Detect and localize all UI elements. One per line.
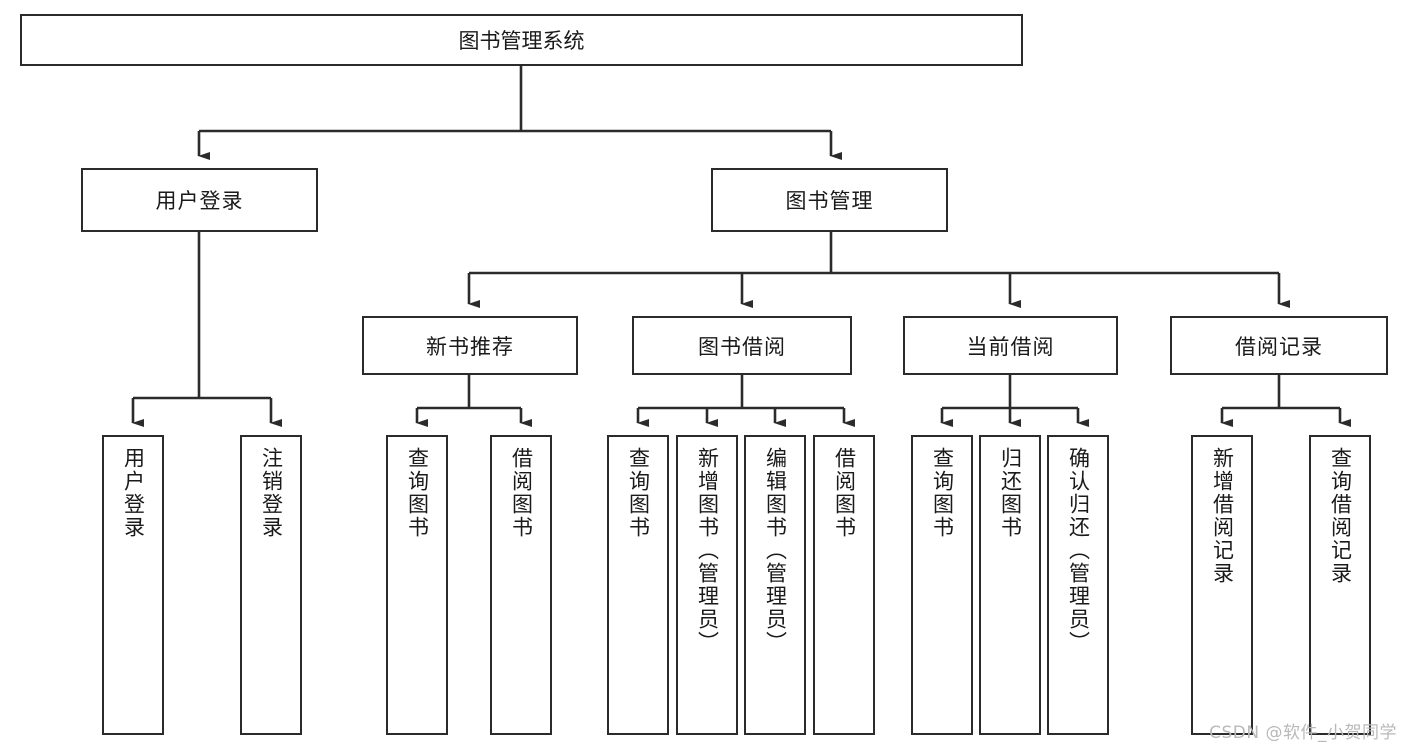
- node-label: 借阅图书: [509, 447, 534, 539]
- node-label: 编辑图书（管理员）: [763, 447, 788, 654]
- node-borrow-record[interactable]: 借阅记录: [1170, 316, 1388, 375]
- leaf-query-book-recommend[interactable]: 查询图书: [386, 435, 448, 735]
- leaf-query-book-current[interactable]: 查询图书: [911, 435, 973, 735]
- watermark: CSDN @软件_小贺同学: [1209, 723, 1397, 743]
- node-label: 新书推荐: [426, 334, 514, 359]
- leaf-borrow-book-recommend[interactable]: 借阅图书: [490, 435, 552, 735]
- node-label: 新增图书（管理员）: [695, 447, 720, 654]
- node-book-borrow[interactable]: 图书借阅: [632, 316, 852, 375]
- leaf-return-book[interactable]: 归还图书: [979, 435, 1041, 735]
- leaf-edit-book-admin[interactable]: 编辑图书（管理员）: [744, 435, 806, 735]
- node-label: 用户登录: [121, 447, 146, 539]
- node-current-borrow[interactable]: 当前借阅: [903, 316, 1118, 375]
- node-label: 查询图书: [626, 447, 651, 539]
- leaf-add-borrow-record[interactable]: 新增借阅记录: [1191, 435, 1253, 735]
- leaf-confirm-return-admin[interactable]: 确认归还（管理员）: [1047, 435, 1109, 735]
- node-label: 查询图书: [405, 447, 430, 539]
- node-user-login[interactable]: 用户登录: [81, 168, 318, 232]
- node-label: 图书管理: [785, 189, 874, 213]
- node-label: 图书管理系统: [458, 29, 585, 53]
- node-root-system[interactable]: 图书管理系统: [20, 14, 1023, 66]
- node-book-management[interactable]: 图书管理: [711, 168, 948, 232]
- node-label: 新增借阅记录: [1210, 447, 1235, 585]
- node-label: 借阅图书: [832, 447, 857, 539]
- leaf-logout[interactable]: 注销登录: [240, 435, 302, 735]
- node-label: 当前借阅: [966, 334, 1055, 359]
- node-label: 注销登录: [259, 447, 284, 539]
- leaf-add-book-admin[interactable]: 新增图书（管理员）: [676, 435, 738, 735]
- node-label: 图书借阅: [698, 334, 786, 359]
- node-label: 用户登录: [155, 189, 244, 213]
- node-new-book-recommend[interactable]: 新书推荐: [362, 316, 578, 375]
- node-label: 借阅记录: [1235, 334, 1323, 359]
- leaf-query-borrow-record[interactable]: 查询借阅记录: [1309, 435, 1371, 735]
- leaf-user-login[interactable]: 用户登录: [102, 435, 164, 735]
- leaf-query-book-borrow[interactable]: 查询图书: [607, 435, 669, 735]
- node-label: 确认归还（管理员）: [1066, 447, 1091, 654]
- node-label: 查询借阅记录: [1328, 447, 1353, 585]
- node-label: 归还图书: [998, 447, 1023, 539]
- leaf-borrow-book[interactable]: 借阅图书: [813, 435, 875, 735]
- node-label: 查询图书: [930, 447, 955, 539]
